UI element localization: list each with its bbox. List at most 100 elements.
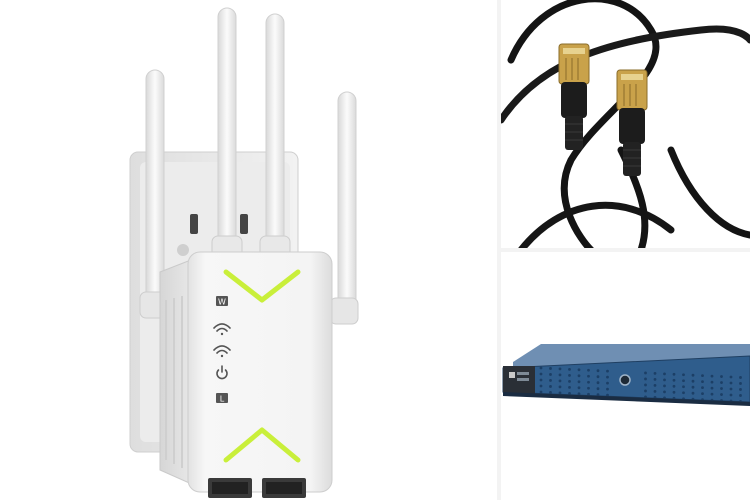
network-switch-illustration (502, 344, 750, 406)
vent-hole (606, 387, 609, 391)
vent-hole (596, 381, 600, 385)
vent-hole (710, 386, 714, 390)
vent-hole (710, 392, 714, 396)
vent-hole (549, 385, 552, 388)
signal-icon (213, 345, 231, 358)
vent-hole (606, 381, 609, 385)
vent-hole (539, 372, 543, 376)
vent-hole (549, 367, 552, 370)
vent-hole (701, 380, 704, 384)
vent-hole (577, 386, 581, 390)
vent-hole (729, 387, 733, 391)
vent-hole (710, 380, 714, 384)
vent-hole (729, 393, 733, 397)
antenna (265, 13, 285, 251)
vent-hole (691, 373, 695, 377)
vent-hole (596, 369, 600, 373)
vent-grid (539, 366, 742, 403)
svg-text:W: W (218, 298, 226, 307)
vent-hole (720, 375, 723, 378)
vent-hole (549, 391, 552, 394)
vent-hole (663, 378, 666, 382)
vent-hole (701, 374, 704, 378)
rj45-connector (558, 43, 590, 150)
vent-hole (672, 372, 676, 376)
antenna (337, 91, 357, 321)
wps-icon: W (216, 296, 228, 307)
vent-hole (587, 380, 590, 384)
vent-hole (644, 383, 647, 387)
vent-hole (682, 391, 685, 395)
svg-text:L: L (220, 395, 225, 404)
vent-hole (672, 384, 676, 388)
wifi-icon (213, 323, 231, 336)
vent-hole (663, 384, 666, 388)
vent-hole (739, 382, 742, 385)
vent-hole (558, 391, 562, 395)
vent-hole (606, 369, 609, 373)
vent-hole (691, 379, 695, 383)
vent-hole (720, 387, 723, 390)
vent-hole (577, 368, 581, 372)
vent-hole (644, 389, 647, 393)
vent-hole (739, 388, 742, 391)
vent-hole (568, 391, 571, 395)
vent-hole (587, 368, 590, 372)
vent-hole (558, 379, 562, 383)
vent-hole (653, 390, 657, 393)
outlet-slot (240, 214, 248, 234)
vent-hole (691, 385, 695, 389)
vent-hole (568, 373, 571, 377)
vent-hole (672, 390, 676, 394)
wifi-extender-illustration: W L (129, 7, 359, 498)
vent-hole (701, 392, 704, 396)
vent-hole (596, 393, 600, 397)
vent-hole (644, 377, 647, 381)
vent-hole (539, 378, 543, 382)
rack-network-switch-photo[interactable] (501, 252, 750, 500)
vent-hole (596, 375, 600, 379)
vent-hole (653, 372, 657, 375)
vent-hole (587, 386, 590, 390)
vent-hole (549, 379, 552, 382)
vent-hole (663, 372, 666, 376)
vent-hole (710, 374, 714, 378)
vent-hole (682, 385, 685, 389)
vent-hole (653, 396, 657, 399)
vent-hole (539, 384, 543, 388)
wifi-extender-photo[interactable]: W L (0, 0, 497, 500)
vent-hole (539, 366, 543, 370)
power-icon (216, 365, 228, 380)
ethernet-cable-photo[interactable] (501, 0, 750, 248)
vent-hole (729, 381, 733, 385)
vent-hole (701, 386, 704, 390)
vent-hole (558, 367, 562, 371)
vent-hole (568, 379, 571, 383)
vent-hole (672, 378, 676, 382)
vent-hole (720, 393, 723, 396)
vent-hole (558, 373, 562, 377)
vent-hole (720, 381, 723, 384)
vent-hole (739, 394, 742, 397)
vent-hole (596, 387, 600, 391)
lan-icon: L (216, 393, 228, 404)
vent-hole (653, 384, 657, 387)
vent-hole (577, 374, 581, 378)
power-button (619, 374, 631, 386)
vent-hole (663, 390, 666, 394)
vent-hole (644, 395, 647, 399)
vent-hole (729, 375, 733, 379)
vent-hole (577, 392, 581, 396)
vent-hole (558, 385, 562, 389)
vent-hole (587, 374, 590, 378)
vent-hole (691, 391, 695, 395)
vent-hole (539, 390, 543, 394)
vent-hole (606, 375, 609, 379)
vent-hole (739, 376, 742, 379)
vent-hole (587, 392, 590, 396)
accent-chevron (223, 427, 301, 463)
vent-hole (606, 393, 609, 397)
outlet-slot (190, 214, 198, 234)
vent-hole (682, 373, 685, 377)
